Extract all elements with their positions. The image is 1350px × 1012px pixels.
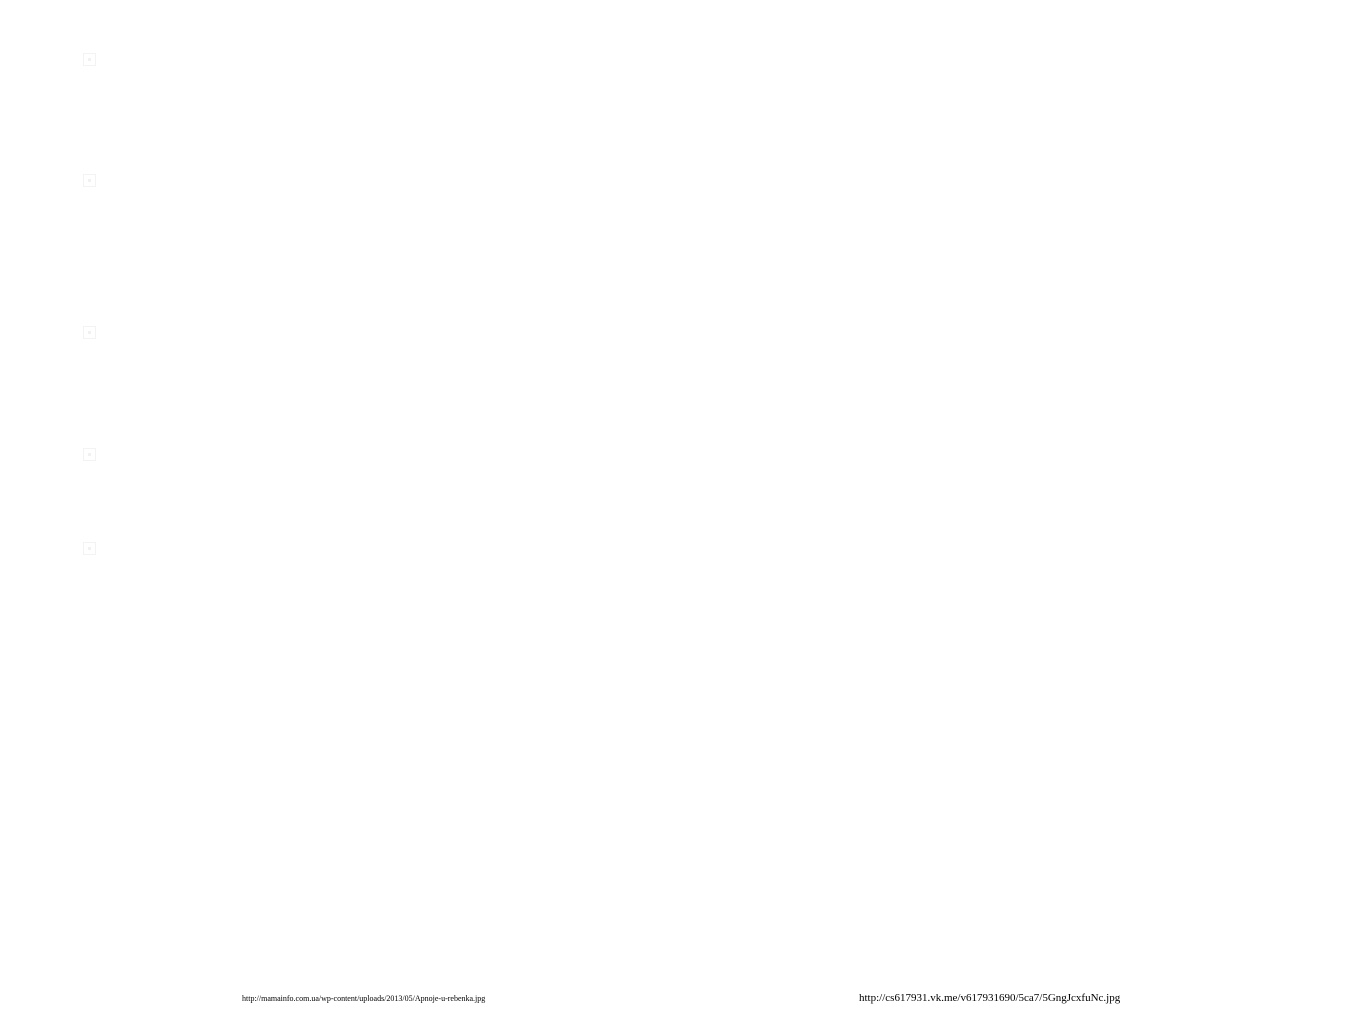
broken-image-icon bbox=[83, 448, 96, 461]
image-source-url-left[interactable]: http://mamainfo.com.ua/wp-content/upload… bbox=[242, 994, 486, 1003]
broken-image-icon bbox=[83, 174, 96, 187]
image-source-url-right[interactable]: http://cs617931.vk.me/v617931690/5ca7/5G… bbox=[859, 992, 1121, 1004]
broken-image-icon bbox=[83, 53, 96, 66]
broken-image-icon bbox=[83, 542, 96, 555]
broken-image-icon bbox=[83, 326, 96, 339]
